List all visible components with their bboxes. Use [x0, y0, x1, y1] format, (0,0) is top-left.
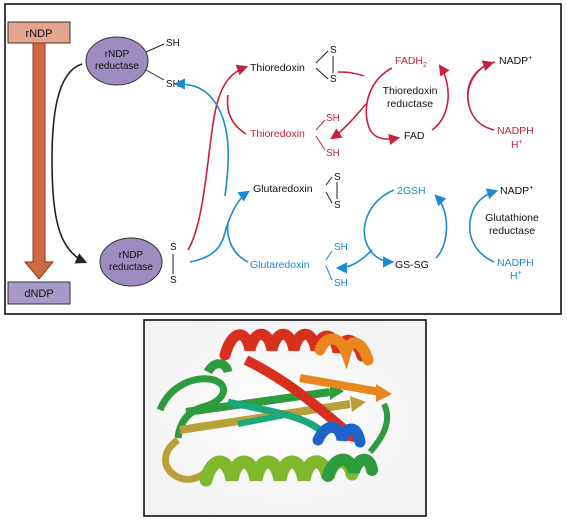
fadh2-label: FADH2 [395, 55, 427, 69]
thio-ox-s1: S [330, 45, 337, 56]
h-plus-top: H+ [511, 139, 523, 151]
nadph-bottom-cycle [468, 188, 499, 263]
glutaredoxin-reduced: Glutaredoxin [250, 259, 310, 271]
enzyme-top-sh1: SH [166, 38, 180, 49]
glut-red-sh1: SH [334, 242, 348, 253]
helix-bottom [199, 453, 378, 487]
rndp-label: rNDP [26, 28, 53, 40]
glut-red-sh2: SH [334, 278, 348, 289]
thioredoxin-reduced: Thioredoxin [250, 128, 305, 140]
helix-blue [312, 421, 366, 448]
blue-arc-oxidize [189, 190, 250, 263]
helix-top [219, 328, 374, 370]
gsh-label: 2GSH [397, 185, 426, 197]
glut-ox-s2: S [334, 200, 341, 211]
red-to-thioredoxin-reduced [330, 103, 367, 140]
thio-red-sh1: SH [326, 113, 340, 124]
thioredoxin-oxidized: Thioredoxin [250, 62, 305, 74]
pathway-diagram: rNDP dNDP rNDP reductase SH SH rNDP redu… [4, 3, 562, 315]
blue-cycle-left [363, 189, 395, 268]
enzyme-top-line1: rNDP [105, 49, 130, 60]
loop-left [156, 375, 228, 439]
enzyme-bottom-s2: S [170, 275, 177, 286]
h-plus-bottom: H+ [510, 270, 522, 282]
enzyme-bottom-line2: reductase [109, 262, 153, 273]
strand-teal [227, 398, 323, 433]
fad-label: FAD [404, 130, 425, 142]
enzyme-top-sh2: SH [166, 79, 180, 90]
strand-orange [299, 374, 381, 396]
blue-cycle-right [434, 194, 448, 259]
red-arc-return [226, 94, 247, 135]
gssg-label: GS-SG [395, 259, 429, 271]
blue-arc-return [226, 221, 249, 263]
thioredoxin-reductase-line1: Thioredoxin [383, 85, 438, 97]
nadp-plus-bottom: NADP+ [500, 185, 533, 197]
enzyme-bottom-s1: S [170, 242, 177, 253]
thio-ox-s2: S [330, 74, 337, 85]
thio-red-sh2: SH [326, 148, 340, 159]
blue-arc-to-enzyme [173, 78, 230, 197]
nadp-plus-top: NADP+ [499, 55, 532, 67]
protein-structure-image [143, 319, 427, 517]
red-arc-oxidize [187, 64, 249, 251]
thioredoxin-reductase-line2: reductase [387, 98, 433, 110]
glutathione-reductase-line2: reductase [489, 225, 535, 237]
glutathione-reductase-line1: Glutathione [485, 212, 539, 224]
nadph-bottom: NADPH [497, 257, 534, 269]
red-cycle-right [431, 64, 450, 131]
dndp-box [7, 281, 71, 305]
glut-ox-s1: S [334, 172, 341, 183]
nadph-top: NADPH [497, 125, 534, 137]
glutaredoxin-oxidized: Glutaredoxin [253, 183, 313, 195]
red-cycle-left [365, 67, 401, 145]
enzyme-bottom-line1: rNDP [119, 250, 144, 261]
enzyme-top-line2: reductase [95, 61, 139, 72]
conversion-arrow [23, 42, 55, 280]
enzyme-top [85, 36, 149, 86]
blue-to-glutaredoxin-reduced [335, 249, 373, 274]
dndp-label: dNDP [24, 288, 53, 300]
enzyme-bottom [99, 237, 163, 287]
enzyme-cycle-arrow [51, 63, 88, 264]
